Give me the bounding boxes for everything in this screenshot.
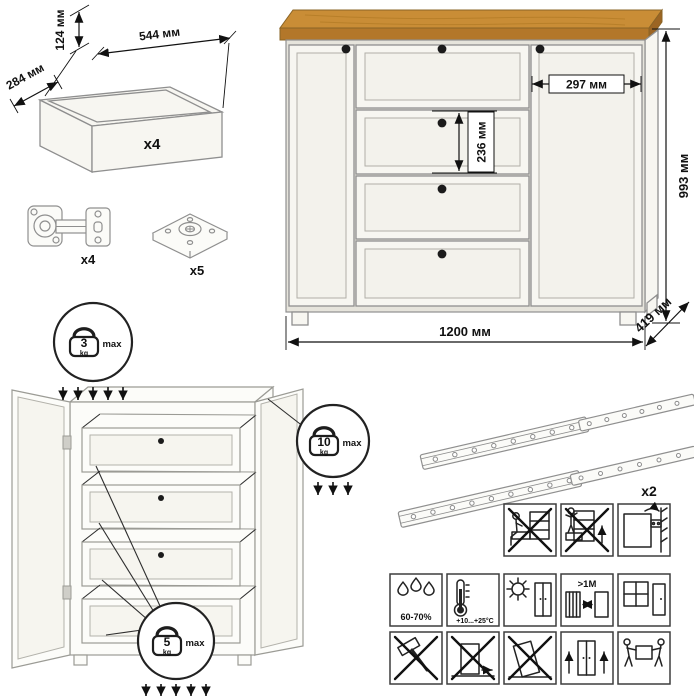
top-load-max: max [102, 339, 122, 350]
no-hammer-icon [389, 631, 443, 685]
door-hinge-bottom [62, 585, 72, 600]
dimension-drawer-width: 544 мм [91, 25, 237, 109]
open-drawer-2 [81, 470, 257, 530]
drawer-slides-diagram: x2 [397, 393, 694, 528]
dimension-door-width: 297 мм [531, 74, 642, 94]
anchor-to-wall-icon [617, 501, 671, 557]
dimension-commode-width: 1200 мм [285, 316, 646, 350]
temperature-icon: +10...+25°C [446, 573, 500, 627]
top-load-arrows [58, 387, 128, 400]
drawer-box-front-face [91, 111, 223, 173]
cam-count: x5 [190, 263, 204, 278]
weight-icon: 3 kg [68, 327, 100, 358]
door-load-unit: kg [320, 450, 328, 457]
no-sitting-on-drawers-icon [503, 503, 557, 557]
commode-top-surface [279, 9, 663, 29]
left-door-knob [341, 44, 351, 54]
humidity-icon: 60-70% [389, 573, 443, 627]
open-commode-top [68, 386, 275, 403]
humidity-range-label: 60-70% [400, 612, 431, 622]
right-door-knob [535, 44, 545, 54]
max-load-top-badge: 3 kg max [52, 301, 134, 383]
drawer-3-knob [437, 184, 447, 194]
two-person-carry-icon [617, 631, 671, 685]
commode-foot-left [291, 311, 309, 326]
max-load-door-badge: 10 kg max [295, 403, 371, 479]
commode-drawer-2 [355, 109, 530, 175]
door-load-max: max [342, 438, 362, 449]
min-distance-label: >1M [578, 579, 597, 590]
hinge-count: x4 [81, 252, 96, 267]
open-drawer-1 [81, 413, 257, 473]
commode-top-front-edge [279, 27, 650, 41]
commode-drawer-3 [355, 175, 530, 240]
door-width-label: 297 мм [566, 78, 607, 92]
door-load-arrows [313, 482, 353, 495]
open-commode-foot-right [237, 654, 252, 666]
commode-left-door [288, 44, 355, 307]
drawer-load-value: 5 [164, 635, 171, 649]
commode-top-side-edge [648, 8, 663, 42]
door-hinge-top [62, 435, 72, 450]
drawer-box-count: x4 [144, 136, 161, 153]
open-right-door [254, 388, 304, 656]
open-commode-foot-left [73, 654, 88, 666]
load-pointer-lines [95, 398, 305, 636]
slide-rail-2 [397, 445, 694, 528]
top-load-value: 3 [81, 336, 88, 350]
drawer-2-knob [437, 118, 447, 128]
hinge-diagram: x4 [27, 205, 111, 267]
commode-height-label: 993 мм [676, 154, 691, 199]
door-load-value: 10 [317, 435, 331, 449]
commode-drawer-1 [355, 44, 530, 109]
open-drawer-3-knob [158, 552, 164, 558]
drawer-load-max: max [185, 638, 205, 649]
open-left-door [11, 389, 72, 669]
weight-icon: 5 kg [151, 626, 183, 657]
no-dragging-icon [446, 631, 500, 685]
commode-foot-right [619, 311, 637, 326]
drawer-height-label: 124 мм [53, 9, 67, 50]
commode-width-label: 1200 мм [439, 324, 491, 339]
load-limits-diagram: 3 kg max 10 kg max 5 kg max [11, 301, 371, 696]
no-climbing-on-drawers-icon [560, 503, 614, 557]
heat-source-distance-icon: >1M [560, 573, 614, 627]
commode-front-view: 297 мм 236 мм 993 мм 1200 мм 419 мм [279, 8, 691, 350]
drawer-depth-label: 284 мм [4, 60, 47, 92]
open-drawer-1-knob [158, 438, 164, 444]
ventilation-window-icon [617, 573, 671, 627]
slide-rail-1 [419, 393, 694, 470]
drawer-load-arrows [141, 684, 211, 696]
top-load-unit: kg [80, 351, 88, 358]
no-direct-sunlight-icon [503, 573, 557, 627]
commode-drawer-4 [355, 240, 530, 307]
dimension-drawer-height: 124 мм [44, 4, 90, 97]
open-drawer-3 [81, 527, 257, 587]
open-drawer-2-knob [158, 495, 164, 501]
drawer-4-knob [437, 249, 447, 259]
commode-side-panel [644, 28, 659, 314]
drawer-load-unit: kg [163, 650, 171, 657]
drawer-box-interior [46, 89, 213, 123]
drawer-1-knob [437, 44, 447, 54]
cam-plate-diagram: x5 [151, 213, 229, 278]
no-tilting-icon [503, 631, 557, 685]
dimension-drawer-front-height: 236 мм [432, 110, 497, 174]
temperature-range-label: +10...+25°C [456, 617, 493, 625]
drawer-front-height-label: 236 мм [475, 121, 489, 162]
max-load-drawer-badge: 5 kg max [136, 601, 216, 681]
keep-upright-icon [560, 631, 614, 685]
weight-icon: 10 kg [308, 426, 340, 457]
drawer-box-diagram: x4 124 мм 544 мм 284 мм [4, 4, 237, 174]
slide-count: x2 [641, 483, 657, 499]
care-icons-grid: 60-70% +10...+25°C [389, 501, 671, 685]
drawer-width-label: 544 мм [138, 25, 181, 44]
